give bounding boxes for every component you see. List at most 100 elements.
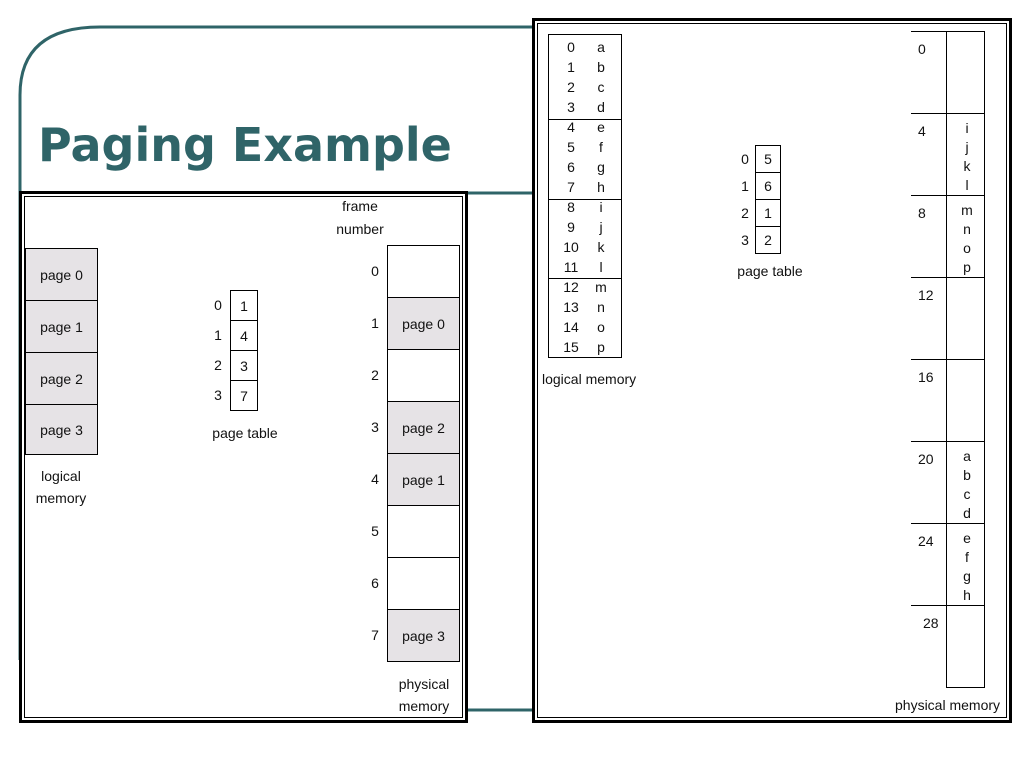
right-logical-content-8: i: [599, 199, 603, 215]
right-pt-value-3: 2: [755, 226, 781, 254]
right-pt-value-0: 5: [755, 145, 781, 173]
frame-number-1: 1: [371, 315, 379, 331]
right-pt-value-2: 1: [755, 199, 781, 227]
right-logical-content-9: j: [599, 219, 603, 235]
right-logical-right-border: [621, 34, 622, 358]
right-phys-bottom-border: [946, 687, 985, 688]
logical-page-0: page 0: [25, 248, 98, 301]
right-phys-address-7: 28: [923, 615, 939, 631]
left-physical-label-1: physical: [398, 676, 450, 692]
left-physical-label-2: memory: [398, 698, 450, 714]
right-logical-address-5: 5: [567, 139, 575, 155]
right-phys-frame-5-byte-3: d: [963, 505, 971, 521]
right-logical-content-12: m: [595, 279, 607, 295]
right-phys-frame-2-byte-0: m: [961, 202, 973, 218]
right-phys-frame-5-byte-1: b: [963, 467, 971, 483]
right-logical-divider-4: [548, 357, 622, 358]
right-phys-address-0: 0: [918, 41, 926, 57]
right-phys-frame-6-byte-1: f: [965, 549, 969, 565]
right-logical-divider-0: [548, 34, 622, 35]
right-logical-content-2: c: [597, 79, 605, 95]
right-logical-divider-3: [548, 278, 622, 279]
left-pt-index-0: 0: [214, 297, 222, 313]
right-phys-address-3: 12: [918, 287, 934, 303]
right-logical-address-4: 4: [567, 119, 575, 135]
right-phys-address-5: 20: [918, 451, 934, 467]
right-pt-index-3: 3: [741, 232, 749, 248]
slide-title: Paging Example: [38, 118, 452, 172]
physical-frame-2: [387, 349, 460, 402]
right-logical-address-3: 3: [567, 99, 575, 115]
left-pt-value-3: 7: [230, 380, 258, 411]
right-phys-frame-6-byte-2: g: [963, 568, 971, 584]
physical-frame-7: page 3: [387, 609, 460, 662]
right-logical-divider-1: [548, 119, 622, 120]
right-logical-address-12: 12: [563, 279, 579, 295]
left-logical-label-2: memory: [35, 490, 87, 506]
right-logical-content-13: n: [597, 299, 605, 315]
right-phys-frame-1-byte-0: i: [965, 120, 969, 136]
right-pt-value-1: 6: [755, 172, 781, 200]
frame-header-1: frame: [342, 198, 378, 214]
right-logical-content-4: e: [597, 119, 605, 135]
right-phys-address-4: 16: [918, 369, 934, 385]
right-logical-content-14: o: [597, 319, 605, 335]
right-logical-content-6: g: [597, 159, 605, 175]
frame-number-0: 0: [371, 263, 379, 279]
right-phys-frame-1-byte-1: j: [965, 139, 969, 155]
right-phys-divider-5: [911, 441, 985, 442]
right-logical-content-15: p: [597, 339, 605, 355]
right-logical-content-7: h: [597, 179, 605, 195]
right-phys-divider-2: [911, 195, 985, 196]
right-logical-address-13: 13: [563, 299, 579, 315]
right-phys-frame-5-byte-0: a: [963, 448, 971, 464]
right-phys-frame-6-byte-0: e: [963, 530, 971, 546]
right-logical-content-0: a: [597, 39, 605, 55]
left-pt-value-1: 4: [230, 320, 258, 351]
right-logical-address-6: 6: [567, 159, 575, 175]
left-page-table-label: page table: [212, 425, 278, 441]
right-phys-frame-1-byte-2: k: [963, 158, 971, 174]
physical-frame-4: page 1: [387, 453, 460, 506]
right-logical-label: logical memory: [542, 371, 637, 387]
left-pt-index-3: 3: [214, 387, 222, 403]
right-logical-address-15: 15: [563, 339, 579, 355]
physical-frame-6: [387, 557, 460, 610]
right-logical-content-10: k: [597, 239, 605, 255]
physical-frame-1: page 0: [387, 297, 460, 350]
right-logical-address-0: 0: [567, 39, 575, 55]
right-phys-frame-6-byte-3: h: [963, 587, 971, 603]
frame-number-4: 4: [371, 471, 379, 487]
physical-frame-5: [387, 505, 460, 558]
logical-page-2: page 2: [25, 352, 98, 405]
right-logical-address-9: 9: [567, 219, 575, 235]
right-phys-frame-1-byte-3: l: [965, 177, 969, 193]
right-phys-address-6: 24: [918, 533, 934, 549]
right-phys-divider-4: [911, 359, 985, 360]
frame-number-3: 3: [371, 419, 379, 435]
right-logical-content-1: b: [597, 59, 605, 75]
right-phys-divider-3: [911, 277, 985, 278]
physical-frame-0: [387, 245, 460, 298]
right-logical-address-8: 8: [567, 199, 575, 215]
right-phys-address-2: 8: [918, 205, 926, 221]
physical-frame-3: page 2: [387, 401, 460, 454]
frame-number-6: 6: [371, 575, 379, 591]
right-logical-content-3: d: [597, 99, 605, 115]
right-physical-label: physical memory: [895, 697, 1001, 713]
right-phys-divider-1: [911, 113, 985, 114]
right-phys-top-border: [911, 31, 985, 32]
right-logical-address-14: 14: [563, 319, 579, 335]
right-page-table-label: page table: [737, 263, 803, 279]
right-phys-frame-2-byte-1: n: [963, 221, 971, 237]
right-logical-left-border: [548, 34, 549, 358]
right-phys-frame-2-byte-3: p: [963, 259, 971, 275]
right-phys-frame-5-byte-2: c: [963, 486, 971, 502]
right-phys-divider-7: [911, 605, 985, 606]
right-phys-address-1: 4: [918, 123, 926, 139]
right-logical-content-5: f: [599, 139, 603, 155]
left-pt-index-2: 2: [214, 357, 222, 373]
right-phys-frame-2-byte-2: o: [963, 240, 971, 256]
left-pt-index-1: 1: [214, 327, 222, 343]
right-logical-address-10: 10: [563, 239, 579, 255]
